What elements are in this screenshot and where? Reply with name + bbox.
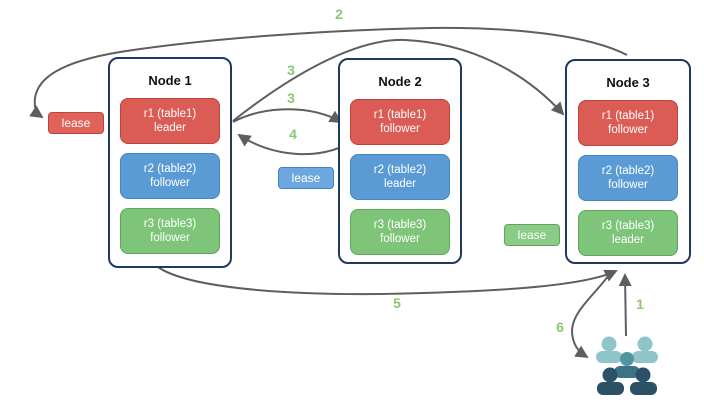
user-front-left [597, 367, 624, 395]
replica-role: follower [608, 124, 648, 136]
replica-role: leader [612, 234, 644, 246]
replica-r1-node2: r1 (table1) follower [350, 99, 450, 145]
replica-r3-node1: r3 (table3) follower [120, 208, 220, 254]
step-label-4: 4 [289, 126, 297, 142]
arrow-step-1-clients-to-node3 [618, 273, 632, 337]
user-center [614, 352, 640, 378]
lease-badge-table2: lease [278, 167, 334, 189]
node-title: Node 1 [148, 73, 192, 88]
replica-label: r3 (table3) [373, 219, 427, 231]
replica-label: r2 (table2) [143, 163, 197, 175]
step-label-3b: 3 [287, 90, 295, 106]
replica-r1-node3: r1 (table1) follower [578, 100, 678, 146]
arrow-step-3-node1-to-node2 [232, 108, 343, 124]
replica-list: r1 (table1) follower r2 (table2) followe… [567, 100, 689, 256]
lease-badge-table3: lease [504, 224, 560, 246]
replica-role: follower [380, 233, 420, 245]
node-2: Node 2 r1 (table1) follower r2 (table2) … [338, 58, 462, 264]
replica-r2-node2: r2 (table2) leader [350, 154, 450, 200]
lease-badge-table1: lease [48, 112, 104, 134]
replica-label: r3 (table3) [601, 220, 655, 232]
replica-r2-node3: r2 (table2) follower [578, 155, 678, 201]
replica-r1-node1: r1 (table1) leader [120, 98, 220, 144]
replica-role: follower [150, 232, 190, 244]
replica-label: r2 (table2) [373, 164, 427, 176]
user-back-left [596, 336, 622, 363]
replica-role: follower [150, 177, 190, 189]
users-group-icon [596, 336, 658, 395]
replica-role: leader [154, 122, 186, 134]
step-label-1: 1 [636, 296, 644, 312]
replica-label: r1 (table1) [373, 109, 427, 121]
user-back-right [632, 336, 658, 363]
replica-role: follower [380, 123, 420, 135]
replica-role: follower [608, 179, 648, 191]
step-label-3a: 3 [287, 62, 295, 78]
step-label-2: 2 [335, 6, 343, 22]
replica-label: r3 (table3) [143, 218, 197, 230]
replica-label: r2 (table2) [601, 165, 655, 177]
replica-r3-node3: r3 (table3) leader [578, 210, 678, 256]
replica-list: r1 (table1) follower r2 (table2) leader … [340, 99, 460, 255]
node-title: Node 2 [378, 74, 422, 89]
node-title: Node 3 [606, 75, 650, 90]
replica-list: r1 (table1) leader r2 (table2) follower … [110, 98, 230, 254]
step-label-5: 5 [393, 295, 401, 311]
replica-role: leader [384, 178, 416, 190]
node-1: Node 1 r1 (table1) leader r2 (table2) fo… [108, 57, 232, 268]
user-front-right [630, 367, 657, 395]
arrow-step-5-node1-to-node3 [157, 266, 618, 296]
node-3: Node 3 r1 (table1) follower r2 (table2) … [565, 59, 691, 264]
replica-label: r1 (table1) [601, 110, 655, 122]
replica-label: r1 (table1) [143, 108, 197, 120]
replica-r2-node1: r2 (table2) follower [120, 153, 220, 199]
step-label-6: 6 [556, 319, 564, 335]
replica-r3-node2: r3 (table3) follower [350, 209, 450, 255]
